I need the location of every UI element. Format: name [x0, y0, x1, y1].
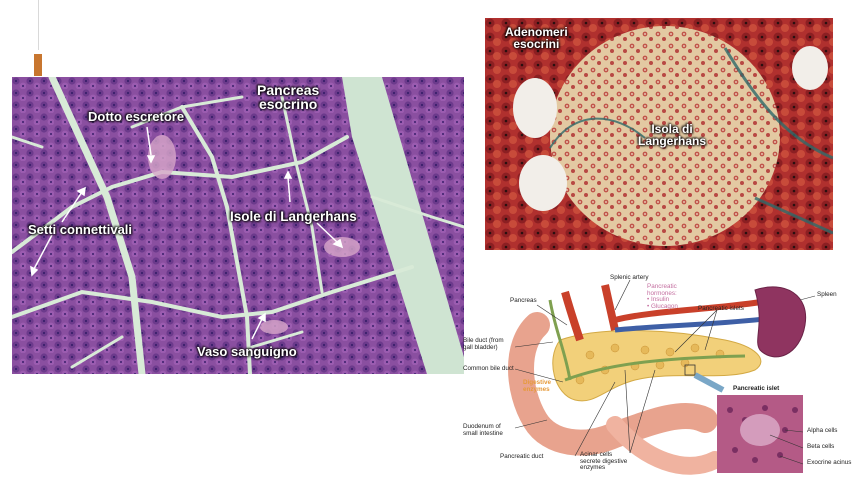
label-spleen: Spleen — [817, 291, 837, 298]
label-line: gall bladder) — [463, 343, 498, 351]
stained-islet-image — [485, 18, 833, 250]
label-duodenum: Duodenum of small intestine — [463, 423, 503, 437]
label-pancreatic-hormones: Pancreatic hormones: • Insulin • Glucago… — [647, 283, 678, 310]
label-connective-septa: Setti connettivali — [28, 222, 133, 237]
label-line: Acinar cells — [580, 451, 613, 458]
label-line: secrete digestive — [580, 457, 628, 465]
label-beta-cells: Beta cells — [807, 443, 835, 450]
label-line: Adenomeri — [505, 25, 568, 39]
label-common-bile-duct: Common bile duct — [463, 365, 514, 372]
label-exocrine-acinus: Exocrine acinus — [807, 459, 852, 466]
label-digestive-enzymes: Digestive enzymes — [523, 379, 551, 393]
stained-islet-micrograph: Adenomeri esocrini Isola di Langerhans — [485, 18, 833, 250]
label-islets: Isole di Langerhans — [230, 209, 357, 224]
anatomy-illustration — [508, 279, 816, 475]
label-islet-of-langerhans: Isola di Langerhans — [638, 123, 706, 147]
label-excretory-duct: Dotto escretore — [88, 109, 185, 124]
label-pancreatic-duct: Pancreatic duct — [500, 453, 544, 460]
label-blood-vessel: Vaso sanguigno — [197, 344, 297, 359]
label-inset-pancreatic-islet: Pancreatic islet — [733, 385, 780, 392]
label-line: enzymes — [523, 385, 550, 393]
label-pancreas-exocrine: Pancreas esocrino — [257, 83, 319, 111]
label-line: Duodenum of — [463, 423, 501, 430]
label-line: enzymes — [580, 464, 606, 472]
label-line: Isola di — [651, 122, 693, 136]
label-line: Pancreas — [257, 82, 320, 98]
label-splenic-artery: Splenic artery — [610, 274, 649, 281]
label-alpha-cells: Alpha cells — [807, 427, 838, 434]
label-line: Langerhans — [638, 134, 707, 148]
histology-micrograph: Pancreas esocrino Dotto escretore Isole … — [12, 77, 464, 374]
label-line: esocrini — [513, 37, 560, 51]
pancreas-anatomy-diagram: Splenic artery Pancreas Pancreatic hormo… — [455, 270, 863, 482]
label-exocrine-acini: Adenomeri esocrini — [505, 26, 568, 50]
label-line: esocrino — [258, 96, 318, 112]
label-acinar-cells: Acinar cells secrete digestive enzymes — [580, 451, 628, 472]
slide-guide-line — [38, 0, 39, 50]
label-line: small intestine — [463, 429, 503, 437]
label-bile-duct: Bile duct (from gall bladder) — [463, 337, 504, 351]
label-line: Bile duct (from — [463, 337, 504, 344]
label-line: Digestive — [523, 379, 551, 386]
slide-accent-bar — [34, 54, 42, 76]
label-pancreatic-islets: Pancreatic islets — [698, 305, 744, 312]
label-line: • Insulin — [647, 296, 670, 304]
label-pancreas: Pancreas — [510, 297, 537, 304]
label-line: • Glucagon — [647, 302, 678, 310]
histology-image — [12, 77, 464, 374]
label-line: Pancreatic — [647, 283, 677, 290]
label-line: hormones: — [647, 289, 677, 297]
